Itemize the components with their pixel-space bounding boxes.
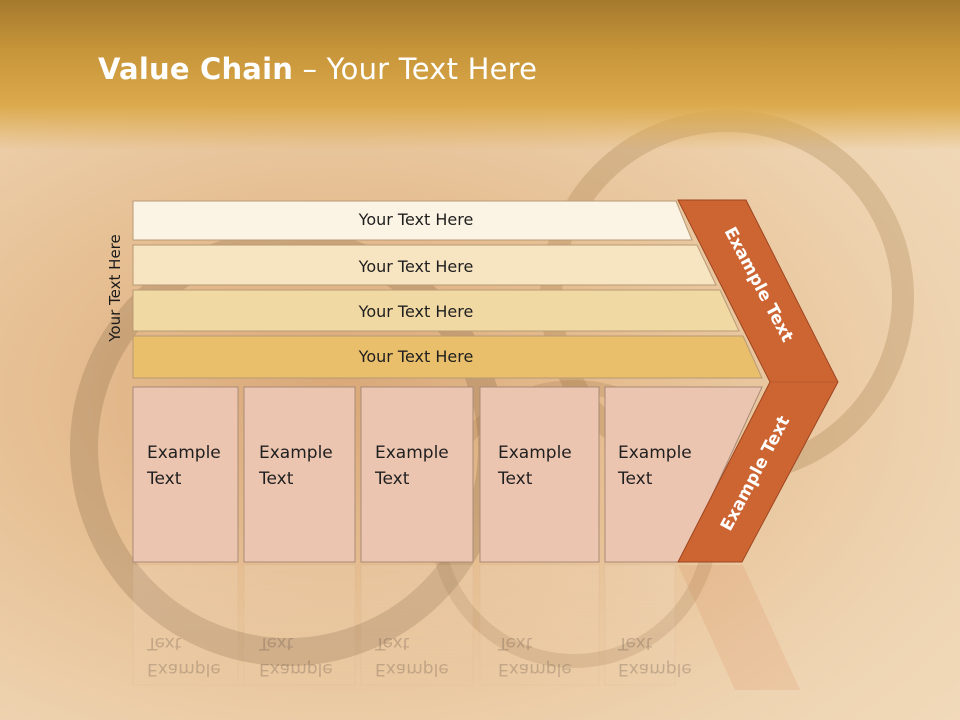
- row-label-1: Your Text Here: [358, 210, 474, 229]
- cell-text-3: Example Text: [375, 443, 449, 489]
- slide-title: Value Chain – Your Text Here: [98, 52, 537, 86]
- row-bar-3: [132, 289, 740, 332]
- row-label-3: Your Text Here: [358, 302, 474, 321]
- header-band: [0, 0, 960, 150]
- row-bar-2: [132, 244, 717, 286]
- cell-reflection-5: Example Text: [618, 633, 692, 679]
- cell-text-4: Example Text: [498, 443, 572, 489]
- row-label-2: Your Text Here: [358, 257, 474, 276]
- title-rest: – Your Text Here: [293, 52, 538, 86]
- cell-box-1: [132, 386, 239, 563]
- cell-box-3: [360, 386, 474, 563]
- row-bar-4: [132, 335, 763, 379]
- cell-text-2: Example Text: [259, 443, 333, 489]
- row-bar-1: [132, 200, 693, 241]
- cell-text-1: Example Text: [147, 443, 221, 489]
- cell-text-5: Example Text: [618, 443, 692, 489]
- cell-reflection-3: Example Text: [375, 633, 449, 679]
- cell-box-4: [479, 386, 600, 563]
- cell-reflection-1: Example Text: [147, 633, 221, 679]
- title-bold: Value Chain: [98, 52, 294, 86]
- cell-box-2: [243, 386, 356, 563]
- cell-reflection-4: Example Text: [498, 633, 572, 679]
- row-label-4: Your Text Here: [358, 347, 474, 366]
- reflection-group: [132, 564, 800, 690]
- cell-reflection-2: Example Text: [259, 633, 333, 679]
